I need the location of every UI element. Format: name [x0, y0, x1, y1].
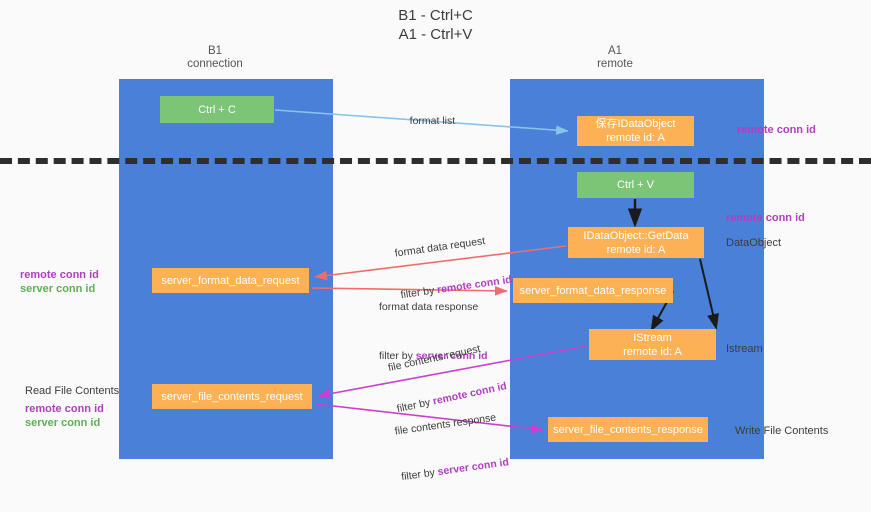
diagram-canvas: B1 - Ctrl+C A1 - Ctrl+V B1 connection A1… [0, 7, 871, 483]
annotation-remote-conn-id-top: remote conn id [737, 124, 816, 136]
annotation-istream: Istream [726, 343, 763, 355]
box-save-idataobject[interactable]: 保存IDataObject remote id: A [577, 116, 694, 146]
annotation-left-remote-conn-id-mid: remote conn id [20, 269, 99, 281]
label-file-contents-response: file contents response filter by server … [390, 382, 514, 512]
annotation-dataobject: DataObject [726, 237, 782, 249]
box-server-file-contents-response[interactable]: server_file_contents_response [548, 417, 708, 442]
box-ctrl-v[interactable]: Ctrl + V [577, 172, 694, 198]
annotation-write-file-contents: Write File Contents [735, 425, 829, 437]
box-server-format-data-response[interactable]: server_format_data_response [513, 278, 673, 303]
filter-key: server conn id [415, 350, 488, 362]
annotation-left-server-conn-id-mid: server conn id [20, 283, 96, 295]
label-file-contents-request-title: file contents request [387, 342, 482, 375]
box-ctrl-c[interactable]: Ctrl + C [160, 96, 274, 123]
box-server-format-data-request[interactable]: server_format_data_request [152, 268, 309, 293]
filter-key: server conn id [436, 456, 510, 479]
column-header-b1: B1 connection [187, 45, 243, 70]
box-istream[interactable]: IStream remote id: A [589, 329, 716, 360]
label-format-list-text: format list [409, 115, 456, 127]
label-file-contents-response-filter: filter by server conn id [400, 455, 509, 484]
annotation-left-server-conn-id-bottom: server conn id [25, 417, 101, 429]
annotation-left-remote-conn-id-bottom: remote conn id [25, 403, 104, 415]
annotation-read-file-contents: Read File Contents [25, 385, 120, 397]
box-idataobject-getdata[interactable]: IDataObject::GetData remote id: A [568, 227, 704, 258]
box-server-file-contents-request[interactable]: server_file_contents_request [152, 384, 312, 409]
label-file-contents-response-title: file contents response [394, 411, 497, 438]
label-format-data-request-title: format data request [394, 235, 486, 260]
label-format-data-response-title: format data response [379, 301, 479, 313]
label-format-data-response: format data response filter by server co… [379, 272, 488, 391]
page-title: B1 - Ctrl+C A1 - Ctrl+V [398, 7, 473, 43]
label-format-list: format list [398, 100, 456, 142]
filter-prefix: filter by [400, 466, 439, 484]
section-divider [0, 158, 871, 164]
label-format-data-response-filter: filter by server conn id [379, 349, 488, 363]
annotation-remote-conn-id-mid: remote conn id [726, 212, 805, 224]
column-header-a1: A1 remote [597, 45, 633, 70]
filter-prefix: filter by [379, 350, 416, 362]
